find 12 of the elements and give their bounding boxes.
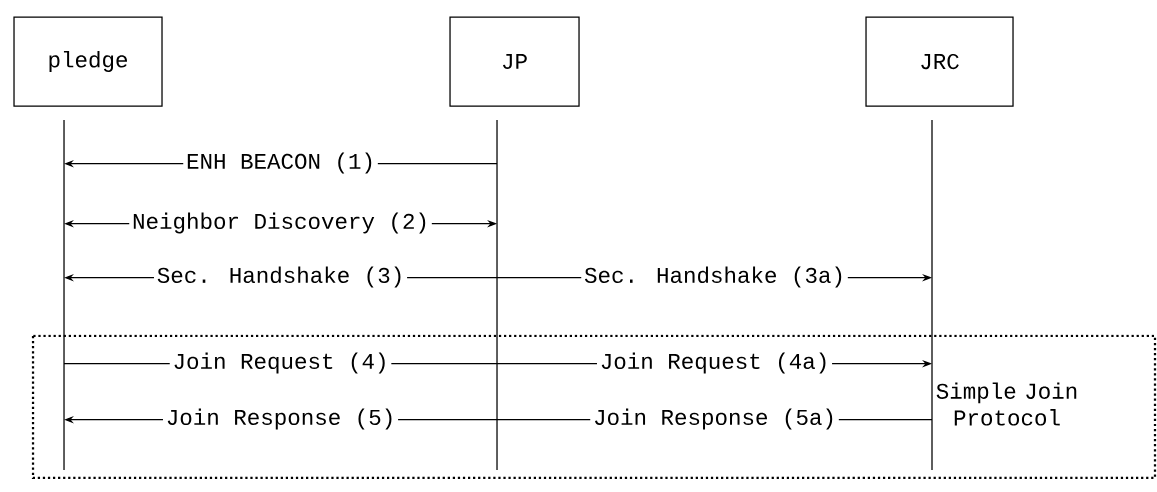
edge-label: ENH BEACON (1) [183, 149, 378, 177]
edge-label: Join Request (4) [169, 349, 392, 377]
participant-box: JP [449, 16, 580, 107]
edge-label: Sec. Handshake (3) [154, 263, 408, 291]
edge-label: Sec. Handshake (3a) [581, 263, 848, 291]
edge-label: Neighbor Discovery (2) [129, 209, 432, 237]
edge-label: Join Response (5a) [590, 405, 839, 433]
edge-label: Join Response (5) [163, 405, 399, 433]
participant-box: JRC [865, 16, 1014, 107]
edge-label: Join Request (4a) [597, 349, 833, 377]
region-label: Simple Join Protocol [936, 382, 1077, 426]
participant-box: pledge [13, 16, 163, 107]
